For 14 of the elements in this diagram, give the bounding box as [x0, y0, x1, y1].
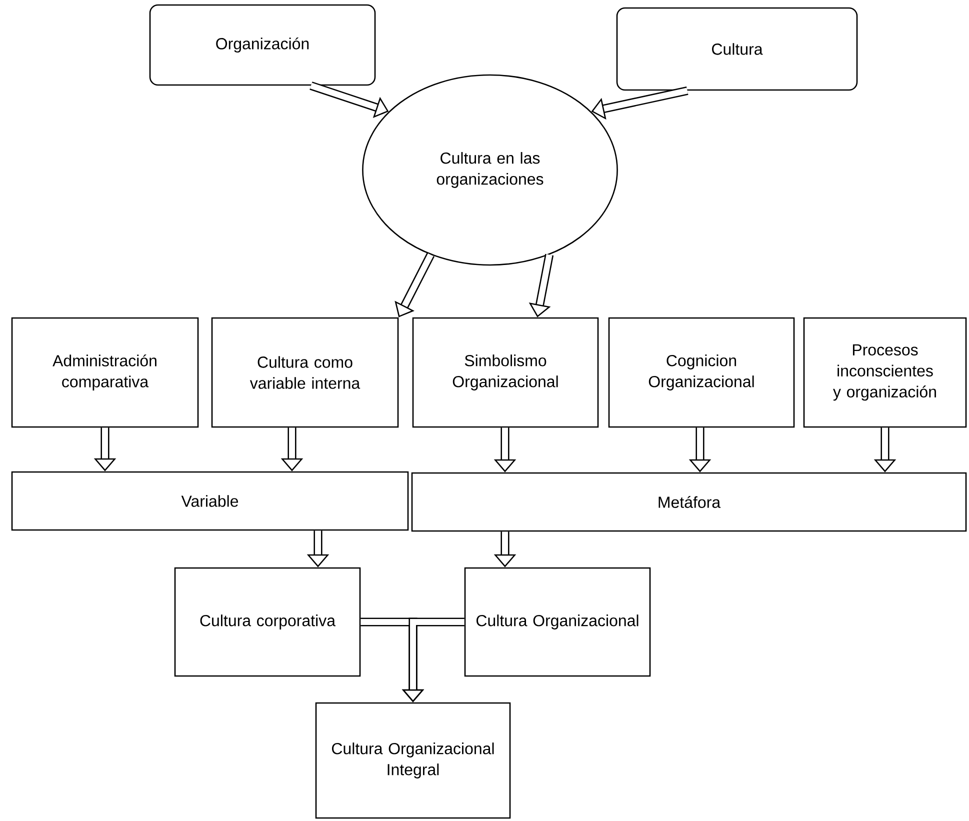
category-band: Metáfora: [411, 472, 967, 532]
concept-box: Cultura Organizacional: [464, 567, 651, 677]
category-band: Variable: [11, 471, 409, 531]
concept-box: Cognicion Organizacional: [608, 317, 795, 428]
rounded-box: Cultura: [616, 7, 858, 91]
block-arrow: [394, 252, 434, 318]
concept-box: Cultura como variable interna: [211, 317, 399, 428]
concept-box: Administración comparativa: [11, 317, 199, 428]
ellipse-node: Cultura en las organizaciones: [362, 74, 618, 266]
concept-box: Simbolismo Organizacional: [412, 317, 599, 428]
concept-box: Procesos inconscientes y organización: [803, 317, 967, 428]
concept-box: Cultura corporativa: [174, 567, 361, 677]
concept-box: Cultura Organizacional Integral: [315, 702, 511, 819]
rounded-box: Organización: [149, 4, 376, 86]
